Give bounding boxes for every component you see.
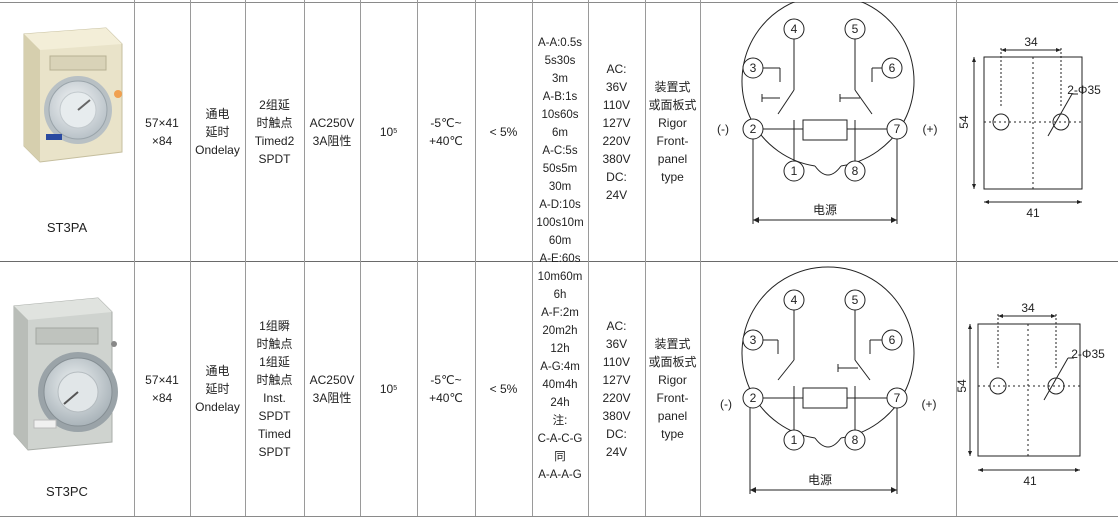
table-border-top — [0, 2, 1118, 3]
pin-label: 6 — [889, 333, 896, 347]
dim-hole: 2-Φ35 — [1071, 347, 1105, 361]
type-cell: 通电 延时 Ondelay — [195, 364, 240, 414]
relay-photo-st3pa — [23, 27, 123, 163]
size-cell: 57×41 ×84 — [145, 373, 179, 405]
pin-label: 4 — [791, 293, 798, 307]
pin-label: 1 — [791, 433, 798, 447]
pin-label: 3 — [750, 61, 757, 75]
mounting-cell: 装置式 或面板式 Rigor Front- panel type — [648, 337, 697, 441]
row-divider — [0, 261, 1118, 262]
dimension-drawing-st3pc: 34 2-Φ35 54 41 — [956, 301, 1105, 488]
life-exponent: 5 — [393, 127, 398, 135]
pin-label: 2 — [750, 122, 757, 136]
model-name: ST3PC — [46, 484, 88, 499]
plus-label: (+) — [923, 122, 938, 136]
pin-label: 4 — [791, 22, 798, 36]
col-divider — [304, 0, 305, 516]
table-border-bottom — [0, 516, 1118, 517]
power-label: 电源 — [813, 203, 837, 217]
voltage-cell: AC: 36V 110V 127V 220V 380V DC: 24V — [602, 61, 631, 202]
col-divider — [417, 0, 418, 516]
contacts-cell: 2组延 时触点 Timed2 SPDT — [254, 97, 295, 166]
temperature-cell: -5℃~ +40℃ — [429, 115, 463, 148]
col-divider — [245, 0, 246, 516]
time-range-cell: A-A:0.5s 5s30s 3m A-B:1s 10s60s 6m A-C:5… — [536, 37, 584, 481]
col-divider — [700, 0, 701, 516]
dimension-drawing-st3pa: 34 2-Φ35 54 41 — [957, 35, 1101, 220]
dim-top: 34 — [1021, 301, 1035, 315]
pin-label: 8 — [852, 433, 859, 447]
dim-side: 54 — [957, 115, 971, 129]
relay-photo-st3pc — [13, 297, 118, 451]
pin-label: 7 — [894, 122, 901, 136]
rating-cell: AC250V 3A阻性 — [309, 115, 355, 148]
col-divider — [360, 0, 361, 516]
pin-label: 2 — [750, 391, 757, 405]
mounting-cell: 装置式 或面板式 Rigor Front- panel type — [648, 79, 697, 184]
col-divider — [190, 0, 191, 516]
pin-label: 5 — [852, 22, 859, 36]
col-divider — [956, 0, 957, 516]
voltage-cell: AC: 36V 110V 127V 220V 380V DC: 24V — [602, 319, 631, 459]
life-base: 10 — [379, 124, 394, 139]
dim-hole: 2-Φ35 — [1067, 83, 1101, 97]
pin-label: 5 — [852, 293, 859, 307]
col-divider — [645, 0, 646, 516]
size-cell: 57×41 ×84 — [145, 115, 179, 148]
col-divider — [532, 0, 533, 516]
minus-label: (-) — [720, 397, 732, 411]
type-cell: 通电 延时 Ondelay — [195, 106, 240, 157]
minus-label: (-) — [717, 122, 729, 136]
life-base: 10 — [379, 382, 394, 396]
error-cell: < 5% — [489, 124, 518, 139]
error-cell: < 5% — [489, 382, 518, 396]
dim-side: 54 — [956, 379, 969, 393]
col-divider — [475, 0, 476, 516]
dim-bottom: 41 — [1026, 206, 1040, 220]
contacts-cell: 1组瞬 时触点 1组延 时触点 Inst. SPDT Timed SPDT — [256, 319, 293, 459]
col-divider — [588, 0, 589, 516]
wiring-diagram-st3pc: 1 2 3 4 5 6 7 8 (-) (+) 电源 — [720, 266, 937, 494]
pin-label: 6 — [889, 61, 896, 75]
dim-bottom: 41 — [1023, 474, 1037, 488]
plus-label: (+) — [922, 397, 937, 411]
power-label: 电源 — [808, 473, 832, 487]
pin-label: 8 — [852, 164, 859, 178]
pin-label: 3 — [750, 333, 757, 347]
wiring-diagram-st3pa: 1 2 3 4 5 6 7 8 (-) (+) 电源 — [717, 2, 938, 224]
temperature-cell: -5℃~ +40℃ — [429, 373, 463, 405]
life-exponent: 5 — [393, 385, 398, 392]
col-divider — [134, 0, 135, 516]
rating-cell: AC250V 3A阻性 — [309, 373, 355, 405]
pin-label: 7 — [894, 391, 901, 405]
dim-top: 34 — [1024, 35, 1038, 49]
pin-label: 1 — [791, 164, 798, 178]
model-name: ST3PA — [46, 220, 88, 235]
